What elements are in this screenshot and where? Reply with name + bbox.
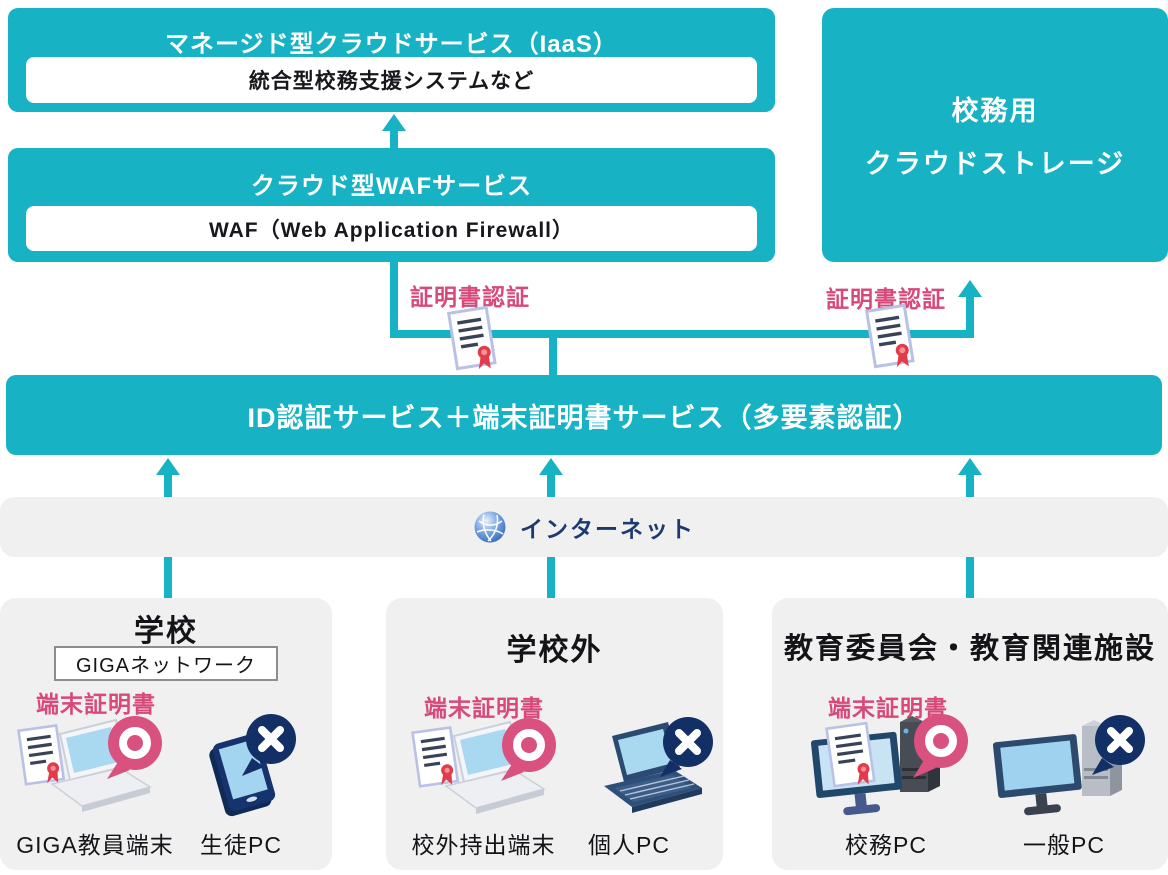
connector-waf-drop xyxy=(390,262,398,336)
globe-icon xyxy=(474,511,506,543)
storage-title-line1: 校務用 xyxy=(951,96,1039,126)
giga-teacher-laptop-icon xyxy=(17,716,162,812)
laptop-icon xyxy=(604,722,702,813)
offsite-title: 学校外 xyxy=(506,634,603,667)
iaas-system-label: 統合型校務支援システムなど xyxy=(26,57,757,103)
school-title: 学校 xyxy=(134,615,198,648)
storage-box: 校務用 クラウドストレージ xyxy=(822,8,1168,262)
laptop-icon xyxy=(50,718,152,812)
id-service-band: ID認証サービス＋端末証明書サービス（多要素認証） xyxy=(6,375,1162,455)
iaas-title: マネージド型クラウドサービス（IaaS） xyxy=(165,31,618,58)
ok-badge-icon xyxy=(913,714,968,778)
x-badge-icon xyxy=(242,714,296,776)
boe-cert-label: 端末証明書 xyxy=(828,695,948,721)
certificate-icon xyxy=(411,726,460,788)
device-label-giga-teacher: GIGA教員端末 xyxy=(16,832,174,858)
ok-badge-icon xyxy=(501,718,556,781)
internet-label: インターネット xyxy=(520,516,695,542)
giga-network-badge: GIGAネットワーク xyxy=(53,646,279,681)
connector-id-branch xyxy=(549,336,557,375)
device-label-personal-pc: 個人PC xyxy=(588,832,670,858)
iaas-box: マネージド型クラウドサービス（IaaS） 統合型校務支援システムなど xyxy=(8,8,775,112)
storage-title-line2: クラウドストレージ xyxy=(864,149,1126,179)
personal-laptop-icon xyxy=(604,717,713,813)
x-badge-icon xyxy=(660,717,713,777)
arrow-school-to-id xyxy=(156,458,180,475)
device-label-takehome: 校外持出端末 xyxy=(411,832,556,858)
offsite-panel: 学校外 端末証明書 xyxy=(386,598,723,870)
student-tablet-icon xyxy=(209,714,296,817)
arrow-boe-to-id xyxy=(958,458,982,475)
device-label-student-pc: 生徒PC xyxy=(200,832,282,858)
general-pc-icon xyxy=(992,715,1145,816)
internet-band: インターネット xyxy=(0,497,1168,557)
school-panel: 学校 GIGAネットワーク 端末証明書 xyxy=(0,598,332,870)
arrow-offsite-to-id xyxy=(539,458,563,475)
x-badge-icon xyxy=(1092,715,1145,775)
id-service-label: ID認証サービス＋端末証明書サービス（多要素認証） xyxy=(247,402,921,433)
offsite-cert-label: 端末証明書 xyxy=(424,695,544,721)
arrow-waf-to-iaas xyxy=(382,114,406,131)
takehome-laptop-icon xyxy=(411,718,556,814)
device-label-generalpc: 一般PC xyxy=(1023,832,1105,858)
connector-horizontal xyxy=(390,330,974,338)
boe-panel: 教育委員会・教育関連施設 端末証明書 xyxy=(772,598,1168,870)
waf-box: クラウド型WAFサービス WAF（Web Application Firewal… xyxy=(8,148,775,262)
boe-title: 教育委員会・教育関連施設 xyxy=(783,633,1156,665)
arrow-to-storage xyxy=(958,280,982,297)
certificate-icon xyxy=(446,305,497,371)
certificate-icon xyxy=(17,724,66,786)
school-cert-label: 端末証明書 xyxy=(36,691,156,717)
school-affairs-pc-icon xyxy=(810,714,968,816)
certificate-icon xyxy=(825,721,876,788)
arrow-waf-to-iaas-shaft xyxy=(390,129,398,148)
ok-badge-icon xyxy=(107,716,162,779)
device-label-komupc: 校務PC xyxy=(845,832,927,858)
waf-system-label: WAF（Web Application Firewall） xyxy=(26,206,757,251)
waf-title: クラウド型WAFサービス xyxy=(250,173,533,200)
certificate-icon xyxy=(864,303,915,369)
arrow-to-storage-shaft xyxy=(966,295,974,338)
cert-auth-label-left: 証明書認証 xyxy=(410,284,530,310)
